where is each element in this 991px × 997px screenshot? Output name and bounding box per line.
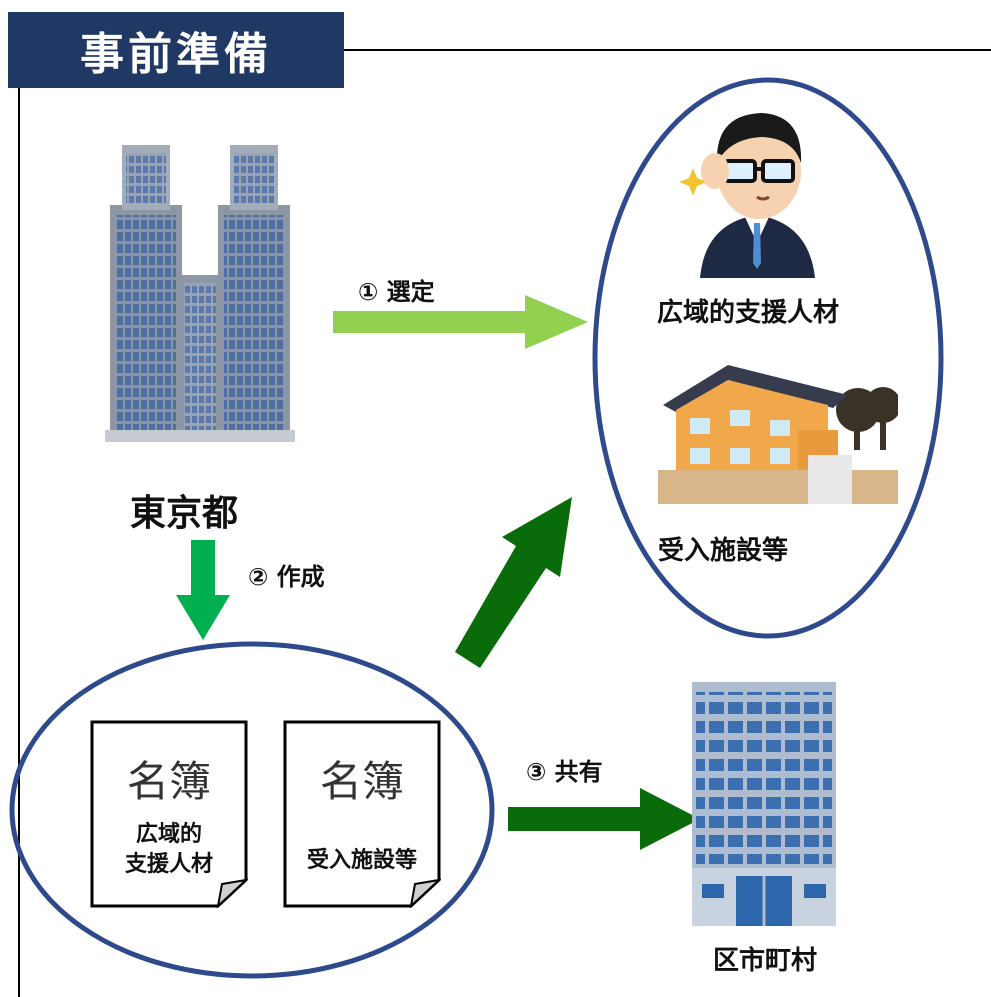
roster-document-staff: 名簿 広域的 支援人材 bbox=[90, 720, 248, 908]
document-title: 名簿 bbox=[319, 757, 404, 806]
step-2-label: ② 作成 bbox=[248, 563, 325, 591]
step-1-label: ① 選定 bbox=[358, 278, 435, 306]
step-3-label: ③ 共有 bbox=[526, 758, 603, 786]
municipality-label: 区市町村 bbox=[713, 946, 818, 976]
facility-label: 受入施設等 bbox=[658, 536, 789, 566]
roster-document-facility: 名簿 受入施設等 bbox=[283, 720, 441, 908]
select-arrow bbox=[333, 295, 588, 349]
document-icon bbox=[283, 720, 441, 908]
create-arrow bbox=[176, 540, 230, 640]
support-staff-person-icon bbox=[679, 113, 815, 278]
receiving-facility-icon bbox=[658, 365, 898, 504]
document-subtitle-line2: 支援人材 bbox=[124, 852, 213, 877]
municipal-office-building-icon bbox=[692, 682, 836, 926]
share-arrow bbox=[508, 788, 700, 850]
document-subtitle-line1: 受入施設等 bbox=[306, 848, 417, 873]
diagonal-arrow bbox=[455, 497, 572, 668]
document-subtitle-line1: 広域的 bbox=[135, 822, 202, 847]
tokyo-label: 東京都 bbox=[130, 493, 239, 534]
document-title: 名簿 bbox=[126, 757, 211, 806]
document-icon bbox=[90, 720, 248, 908]
wide-area-staff-label: 広域的支援人材 bbox=[657, 298, 840, 328]
tokyo-government-building-icon bbox=[105, 145, 295, 442]
section-title: 事前準備 bbox=[8, 12, 344, 88]
